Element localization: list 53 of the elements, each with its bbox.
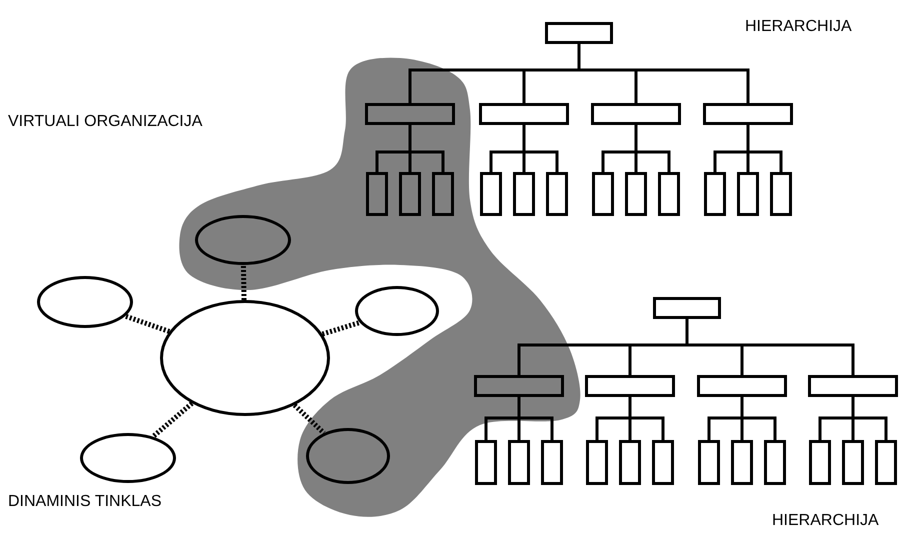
diagram-label: HIERARCHIJA: [772, 512, 879, 530]
connector-line: [740, 397, 776, 440]
connector-line: [522, 125, 558, 172]
org-box: [541, 440, 563, 485]
org-box: [365, 103, 455, 125]
connector-line: [151, 401, 194, 439]
org-box: [475, 440, 497, 485]
org-box: [737, 172, 759, 216]
org-box: [698, 440, 720, 485]
org-box: [625, 172, 647, 216]
connector-line: [628, 397, 664, 440]
connector-line: [634, 125, 670, 172]
org-box: [619, 440, 641, 485]
org-box: [432, 172, 454, 216]
connector-line: [240, 264, 247, 300]
diagram-label: VIRTUALI ORGANIZACIJA: [8, 113, 202, 131]
org-box: [585, 375, 675, 397]
org-box: [591, 103, 681, 125]
diagram-label: DINAMINIS TINKLAS: [8, 493, 162, 511]
org-box: [842, 440, 864, 485]
org-box: [480, 172, 502, 216]
org-box: [809, 440, 831, 485]
connector-line: [686, 319, 854, 375]
connector-line: [852, 397, 888, 440]
connector-line: [518, 397, 554, 440]
org-box: [545, 22, 613, 44]
org-box: [808, 375, 898, 397]
network-ellipse: [37, 276, 133, 328]
connector-line: [292, 403, 326, 435]
org-box: [653, 297, 721, 319]
org-box: [546, 172, 568, 216]
diagram-label: HIERARCHIJA: [745, 18, 852, 36]
org-box: [875, 440, 897, 485]
connector-line: [408, 125, 444, 172]
network-ellipse: [355, 286, 439, 336]
org-box: [366, 172, 388, 216]
org-box: [474, 375, 564, 397]
org-box: [479, 103, 569, 125]
org-box: [508, 440, 530, 485]
org-box: [399, 172, 421, 216]
org-box: [513, 172, 535, 216]
org-box: [731, 440, 753, 485]
org-box: [586, 440, 608, 485]
org-box: [704, 172, 726, 216]
org-box: [764, 440, 786, 485]
org-box: [770, 172, 792, 216]
org-box: [697, 375, 787, 397]
connector-line: [322, 320, 360, 336]
org-box: [658, 172, 680, 216]
org-box: [652, 440, 674, 485]
org-box: [703, 103, 793, 125]
org-box: [592, 172, 614, 216]
connector-line: [746, 125, 782, 172]
